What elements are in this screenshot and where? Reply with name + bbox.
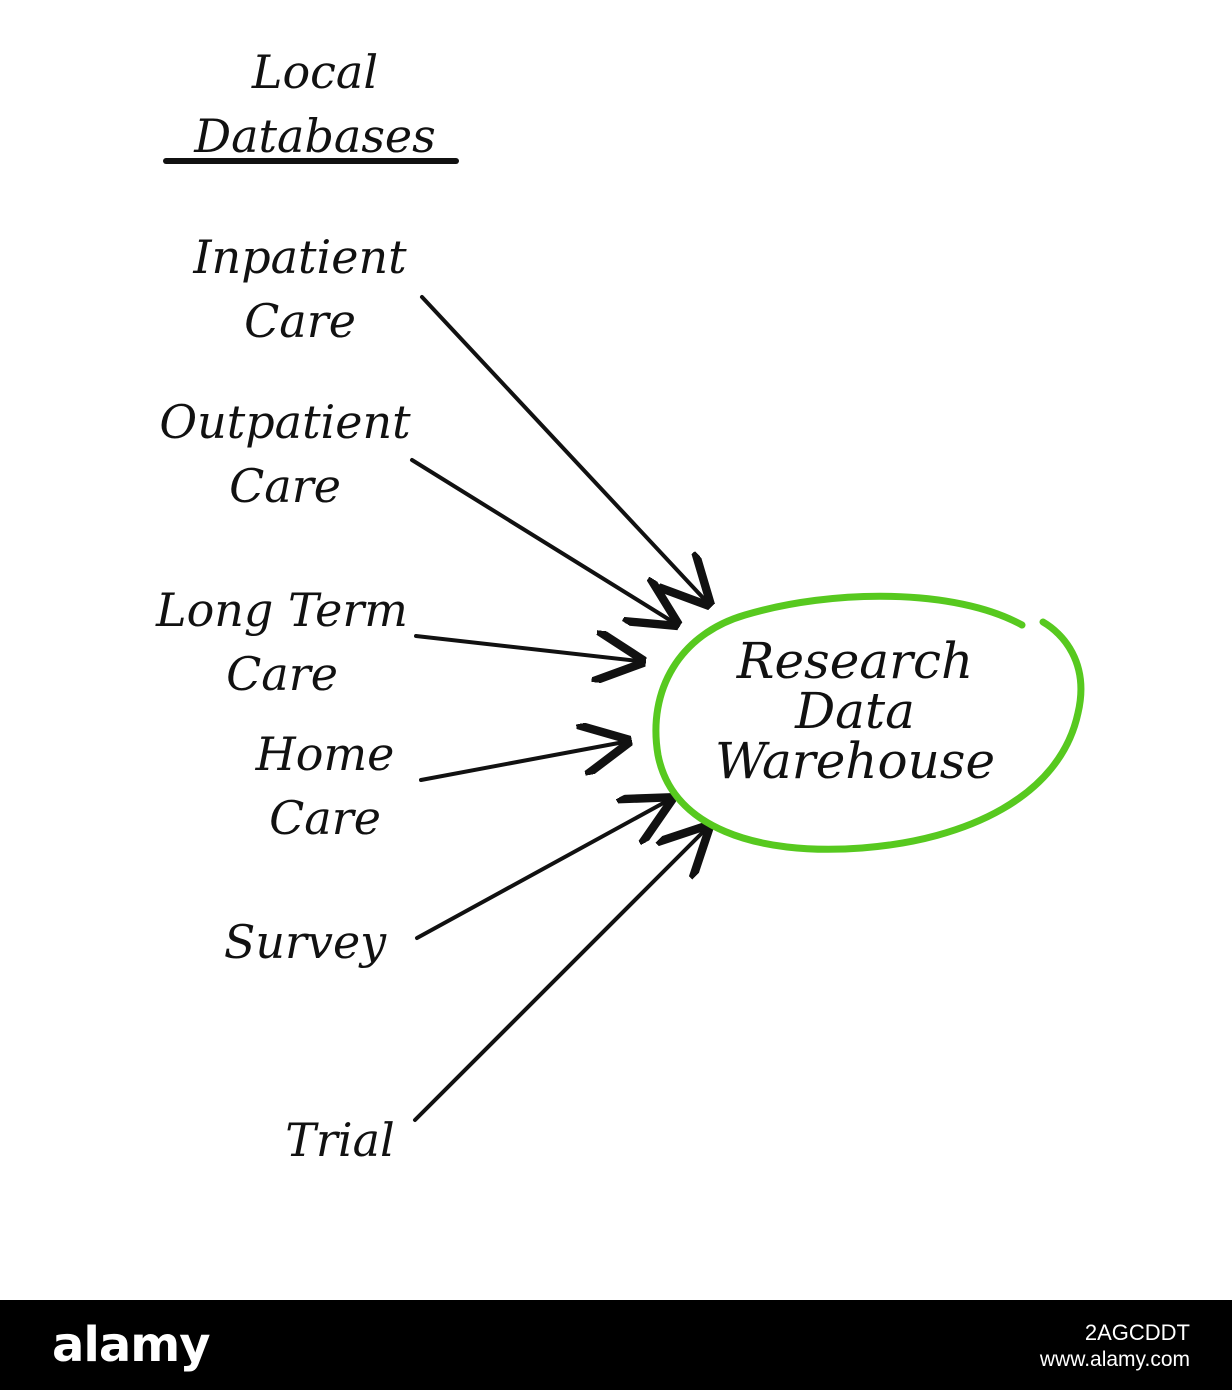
arrow-outpatient-to-warehouse bbox=[410, 458, 673, 622]
source-label-line: Long Term bbox=[156, 583, 408, 637]
stock-watermark-footer: alamy 2AGCDDT www.alamy.com bbox=[0, 1300, 1232, 1390]
source-label-line: Care bbox=[269, 791, 381, 845]
source-label-line: Care bbox=[226, 647, 338, 701]
arrow-trial-to-warehouse bbox=[413, 830, 705, 1122]
image-code: 2AGCDDT bbox=[1084, 1320, 1190, 1345]
warehouse-ring bbox=[652, 592, 1085, 853]
diagram-canvas: Local Databases Inpatient Care Outpatien… bbox=[112, 40, 1085, 1172]
source-label-line: Inpatient bbox=[193, 230, 407, 284]
arrow-long-term-to-warehouse bbox=[414, 636, 638, 661]
source-label-line: Home bbox=[255, 727, 395, 781]
alamy-logo: alamy bbox=[52, 1317, 211, 1373]
title-line: Local bbox=[251, 45, 379, 99]
source-trial: Trial bbox=[170, 1108, 510, 1172]
title-line: Databases bbox=[194, 109, 436, 163]
footer-url: www.alamy.com bbox=[1039, 1348, 1190, 1371]
source-survey: Survey bbox=[135, 910, 475, 974]
center-label-line: Data bbox=[795, 682, 915, 740]
source-home-care: Home Care bbox=[155, 722, 495, 850]
arrow-survey-to-warehouse bbox=[415, 801, 667, 940]
source-label-line: Care bbox=[244, 294, 356, 348]
source-inpatient-care: Inpatient Care bbox=[130, 225, 470, 353]
arrow-inpatient-to-warehouse bbox=[420, 295, 706, 601]
diagram-arrows-and-ring bbox=[410, 295, 1085, 1122]
title-underline bbox=[163, 158, 459, 164]
center-label-line: Research bbox=[736, 632, 974, 690]
source-long-term-care: Long Term Care bbox=[112, 578, 452, 706]
source-label-line: Care bbox=[229, 459, 341, 513]
source-outpatient-care: Outpatient Care bbox=[115, 390, 455, 518]
source-label-line: Survey bbox=[223, 915, 387, 969]
source-label-line: Trial bbox=[285, 1113, 395, 1167]
local-databases-title: Local Databases bbox=[150, 40, 480, 168]
center-label-line: Warehouse bbox=[714, 732, 996, 790]
arrow-home-care-to-warehouse bbox=[419, 742, 624, 782]
source-label-line: Outpatient bbox=[159, 395, 411, 449]
research-data-warehouse-label: Research Data Warehouse bbox=[675, 636, 1035, 786]
